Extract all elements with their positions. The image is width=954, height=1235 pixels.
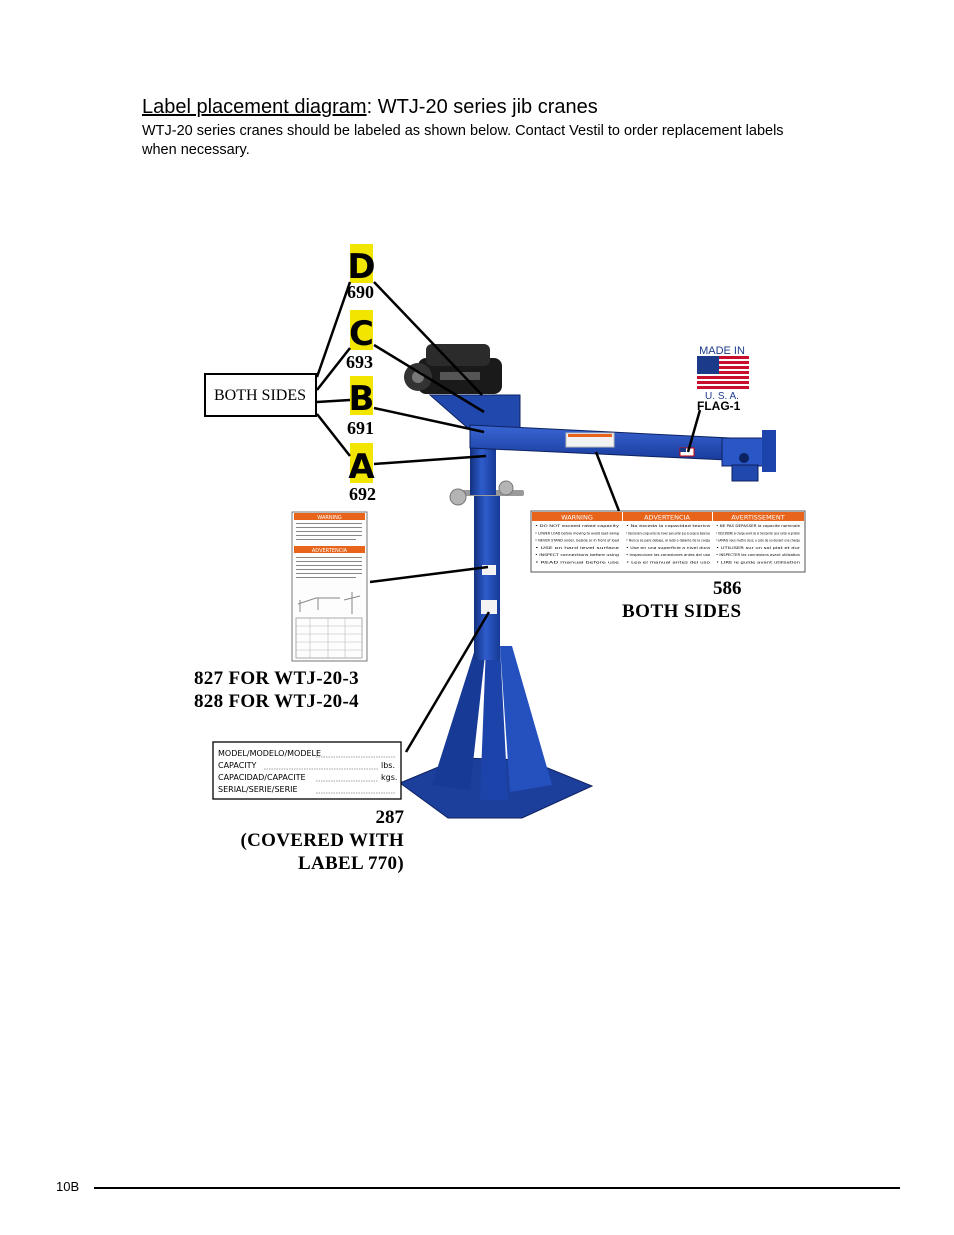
label-caption-828: 828 FOR WTJ-20-4	[194, 691, 359, 712]
svg-text:FLAG-1: FLAG-1	[697, 399, 741, 413]
svg-text:LABEL 770): LABEL 770)	[298, 853, 404, 874]
capacity-sheet-label: WARNING ADVERTENCIA	[291, 511, 368, 662]
letter-c: C	[349, 314, 374, 354]
flag-label: MADE IN U. S. A. FLAG-1	[697, 345, 749, 413]
warning-bullet: • LOWER LOAD before moving to avoid load…	[535, 531, 619, 535]
warning-bullet: • READ manual before use	[535, 561, 620, 565]
label-number-287: 287	[376, 807, 405, 828]
svg-text:ADVERTENCIA: ADVERTENCIA	[312, 548, 348, 554]
label-number-692: 692	[349, 484, 376, 504]
warning-bullet: • UTILISER sur un sol plat et dur	[716, 546, 801, 550]
warning-col-english: • DO NOT exceed rated capacity • LOWER LO…	[535, 524, 620, 565]
crane-lower-pole	[474, 495, 500, 660]
warning-bullet: • Nunca se pare debajo, al lado o delant…	[626, 539, 710, 543]
footer-rule	[94, 1187, 900, 1189]
warning-bullet: • INSPECT connections before using	[535, 553, 619, 557]
letter-b: B	[349, 379, 375, 419]
leader-line-flag	[686, 409, 702, 453]
leader-lines-letters	[315, 281, 487, 466]
nameplate-row-label: CAPACIDAD/CAPACITE	[218, 773, 306, 782]
warning-bullet: • NE PAS DEPASSER la capacite nominale	[716, 524, 801, 528]
nameplate-row-unit: lbs.	[381, 761, 395, 770]
letter-label-a: A	[348, 443, 375, 487]
warning-bullet: • No exceda la capacidad teorica	[626, 524, 710, 528]
warning-bullet: • Use en una superficie a nivel dura	[626, 546, 710, 550]
warning-bullet: • INSPECTER les connexions avant utilisa…	[716, 553, 800, 557]
warning-bullet: • Lea el manual antes del uso	[626, 561, 710, 565]
page-number: 10B	[56, 1179, 80, 1194]
jib-crane	[398, 344, 776, 819]
warning-bullet: • DO NOT exceed rated capacity	[535, 524, 620, 528]
warning-bullet: • USE on hard level surface	[535, 546, 620, 550]
label-number-691: 691	[347, 418, 374, 438]
nameplate-label-287: MODEL/MODELO/MODELE CAPACITY lbs. CAPACIDAD…	[212, 741, 402, 800]
letter-label-c: C	[349, 310, 374, 354]
leader-line-586	[594, 451, 621, 512]
warning-bullet: • LIRE le guide avant utilisation	[716, 561, 800, 565]
letter-d: D	[347, 247, 375, 287]
letter-a: A	[348, 447, 375, 487]
svg-text:WARNING: WARNING	[317, 515, 342, 521]
warning-col-french: • NE PAS DEPASSER la capacite nominale • …	[716, 524, 801, 565]
winch	[404, 344, 502, 394]
crane-gusset-right	[500, 646, 552, 792]
warning-label-586: WARNING ADVERTENCIA AVERTISSEMENT • DO N…	[530, 510, 806, 573]
leader-line-827	[369, 565, 489, 584]
boom-end-plates	[721, 430, 776, 482]
warning-bullet: • DESCENDRE la charge avant de la transp…	[716, 531, 800, 535]
svg-text:AVERTISSEMENT: AVERTISSEMENT	[731, 514, 784, 522]
warning-col-spanish: • No exceda la capacidad teorica • Descie…	[626, 524, 710, 565]
svg-text:MADE IN: MADE IN	[699, 345, 745, 357]
nameplate-row-unit: kgs.	[381, 773, 397, 782]
label-586-note: BOTH SIDES	[622, 601, 742, 622]
crane-gusset-center	[480, 646, 508, 800]
crane-gusset-left	[432, 646, 486, 790]
nameplate-row-label: SERIAL/SERIE/SERIE	[218, 785, 298, 794]
svg-text:WARNING: WARNING	[561, 514, 593, 522]
nameplate-rows: MODEL/MODELO/MODELE CAPACITY lbs. CAPACIDAD…	[218, 749, 397, 794]
nameplate-row-label: MODEL/MODELO/MODELE	[218, 749, 321, 758]
label-caption-827: 827 FOR WTJ-20-3	[194, 668, 359, 689]
letter-label-d: D	[347, 244, 376, 287]
svg-text:U. S. A.: U. S. A.	[705, 391, 739, 402]
both-sides-box: BOTH SIDES	[204, 373, 317, 417]
label-number-690: 690	[347, 282, 374, 302]
usa-flag-icon	[697, 356, 749, 389]
warning-bullet: • JAMAIS vous mettre sous, a cote de ou …	[716, 539, 801, 543]
warning-bullet: • Descienda la carga antes de mover para…	[626, 531, 710, 535]
leader-line-287	[404, 611, 491, 753]
warning-bullet: • Inspeccione las conexiones antes del u…	[626, 553, 710, 557]
label-number-693: 693	[346, 352, 373, 372]
svg-text:ADVERTENCIA: ADVERTENCIA	[644, 514, 690, 522]
letter-label-b: B	[349, 376, 375, 419]
warning-bullet: • NEVER STAND under, beside or in front …	[535, 539, 619, 543]
label-number-586: 586	[713, 578, 742, 599]
intro-text: WTJ-20 series cranes should be labeled a…	[142, 123, 784, 158]
nameplate-row-label: CAPACITY	[218, 761, 257, 770]
page-title: Label placement diagram: WTJ-20 series j…	[142, 96, 598, 118]
svg-text:(COVERED WITH: (COVERED WITH	[241, 830, 405, 851]
svg-text:BOTH SIDES: BOTH SIDES	[214, 387, 306, 404]
